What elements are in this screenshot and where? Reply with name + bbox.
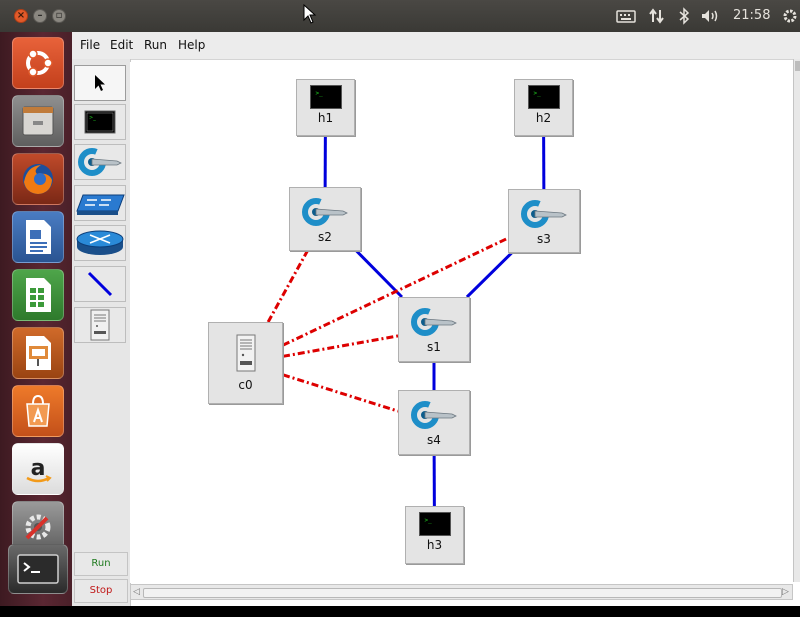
svg-text:>_: >_	[89, 115, 96, 121]
terminal-icon[interactable]	[8, 544, 68, 594]
host-h1[interactable]: >_ h1	[296, 79, 355, 136]
firefox-icon[interactable]	[12, 153, 64, 205]
window-maximize-button[interactable]: ▫	[52, 9, 66, 23]
files-icon[interactable]	[12, 95, 64, 147]
legacy-switch-icon	[76, 194, 125, 215]
host-terminal-icon: >_	[84, 110, 116, 134]
vertical-scrollbar[interactable]	[793, 59, 800, 582]
controller-server-icon	[90, 309, 110, 341]
calc-icon[interactable]	[12, 269, 64, 321]
volume-icon[interactable]	[700, 7, 722, 25]
clock[interactable]: 21:58	[733, 8, 771, 23]
topology-canvas[interactable]: >_ h1 >_ h2 s2 s3 c0 s1 s4 >_ h3	[130, 62, 793, 583]
screen-bottom-edge	[0, 606, 800, 617]
host-tool-button[interactable]: >_	[74, 104, 126, 140]
host-h2[interactable]: >_ h2	[514, 79, 573, 136]
openflow-switch-icon	[521, 200, 567, 228]
openflow-switch-icon	[78, 148, 122, 176]
settings-gear-icon[interactable]	[781, 7, 799, 25]
pointer-arrow-icon	[95, 75, 105, 91]
legacy-switch-tool-button[interactable]	[74, 185, 126, 221]
network-icon[interactable]	[648, 7, 666, 25]
node-label: s4	[427, 433, 441, 447]
controller-link-c0-s2[interactable]	[266, 250, 309, 323]
switch-s2[interactable]: s2	[289, 187, 361, 251]
controller-server-icon	[236, 334, 255, 372]
switch-s1[interactable]: s1	[398, 297, 470, 362]
top-panel: × – ▫ 21:58	[0, 0, 800, 32]
amazon-icon[interactable]: a	[12, 443, 64, 495]
node-label: h3	[426, 538, 443, 552]
vertical-scroll-thumb[interactable]	[795, 61, 800, 71]
controller-tool-button[interactable]	[74, 307, 126, 343]
openflow-switch-icon	[411, 308, 457, 336]
host-h3[interactable]: >_ h3	[405, 506, 464, 564]
scroll-right-arrow-icon[interactable]: ▷	[782, 587, 789, 597]
software-center-icon[interactable]	[12, 385, 64, 437]
horizontal-scroll-thumb[interactable]	[143, 588, 782, 598]
host-terminal-icon: >_	[418, 512, 451, 536]
controller-c0[interactable]: c0	[208, 322, 283, 404]
net-link-icon	[87, 271, 113, 297]
menu-file[interactable]: File	[80, 38, 101, 52]
menu-run[interactable]: Run	[144, 38, 168, 52]
node-label: s3	[537, 232, 551, 246]
link-tool-button[interactable]	[74, 266, 126, 302]
switch-tool-button[interactable]	[74, 144, 126, 180]
keyboard-icon[interactable]	[616, 7, 636, 25]
openflow-switch-icon	[302, 198, 348, 226]
svg-text:a: a	[31, 456, 46, 481]
node-label: s2	[318, 230, 332, 244]
node-label: c0	[238, 378, 253, 392]
writer-icon[interactable]	[12, 211, 64, 263]
controller-link-c0-s4[interactable]	[282, 373, 399, 413]
menu-bar: File Edit Run Help	[72, 32, 800, 60]
window-close-button[interactable]: ×	[14, 9, 28, 23]
host-terminal-icon: >_	[309, 85, 342, 109]
select-tool-button[interactable]	[74, 65, 126, 101]
controller-link-c0-s3[interactable]	[282, 236, 509, 347]
impress-icon[interactable]	[12, 327, 64, 379]
host-terminal-icon: >_	[527, 85, 560, 109]
link-s3-s1[interactable]	[465, 251, 513, 299]
node-label: h2	[535, 111, 552, 125]
scroll-left-arrow-icon[interactable]: ◁	[133, 587, 140, 597]
bluetooth-icon[interactable]	[678, 7, 690, 25]
legacy-router-tool-button[interactable]	[74, 225, 126, 261]
menu-help[interactable]: Help	[178, 38, 206, 52]
tool-palette: >_ Run Stop	[72, 59, 131, 606]
window-minimize-button[interactable]: –	[33, 9, 47, 23]
unity-launcher: a	[0, 32, 72, 606]
ubuntu-dash-icon[interactable]	[12, 37, 64, 89]
link-s2-s1[interactable]	[355, 249, 404, 299]
node-label: h1	[317, 111, 334, 125]
legacy-router-icon	[76, 230, 124, 255]
mouse-pointer-icon	[303, 4, 317, 24]
controller-link-c0-s1[interactable]	[282, 334, 399, 358]
node-label: s1	[427, 340, 441, 354]
stop-button[interactable]: Stop	[74, 579, 128, 603]
run-button[interactable]: Run	[74, 552, 128, 576]
horizontal-scrollbar[interactable]: ◁ ▷	[130, 584, 793, 600]
openflow-switch-icon	[411, 401, 457, 429]
switch-s3[interactable]: s3	[508, 189, 580, 253]
menu-edit[interactable]: Edit	[110, 38, 134, 52]
links-layer	[266, 135, 546, 507]
switch-s4[interactable]: s4	[398, 390, 470, 455]
